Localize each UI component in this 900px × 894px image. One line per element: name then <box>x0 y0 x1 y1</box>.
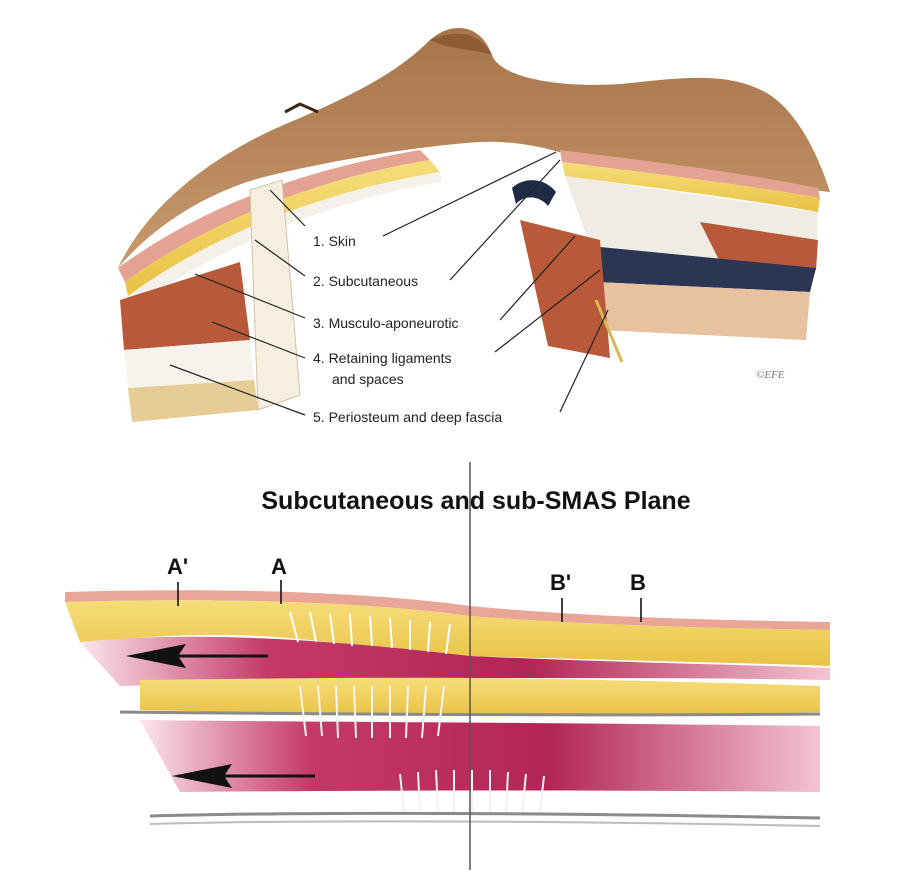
leader-ligaments-left <box>211 321 306 359</box>
copyright-mark: ©EFE <box>756 369 785 381</box>
leader-skin <box>382 151 557 237</box>
marker-a-prime: A' <box>167 554 188 579</box>
bottom-diagram-title: Subcutaneous and sub-SMAS Plane <box>261 487 690 515</box>
label-musculo-aponeurotic: 3. Musculo-aponeurotic <box>313 315 459 331</box>
leader-subcutaneous-left <box>254 239 306 277</box>
marker-b-prime: B' <box>550 570 571 595</box>
marker-b: B <box>630 570 646 595</box>
plane-illustration <box>65 462 830 870</box>
right-muscle-patch <box>700 222 818 270</box>
left-fascia-layer <box>128 172 442 310</box>
ligament-fibers-lower <box>399 769 545 813</box>
nose-shadow <box>430 33 492 55</box>
label-retaining-ligaments: 4. Retaining ligaments <box>313 350 452 366</box>
label-subcutaneous: 2. Subcutaneous <box>313 273 418 289</box>
leader-ligaments <box>494 269 601 353</box>
right-dermis-layer <box>560 150 820 198</box>
middle-fat-band <box>140 677 820 716</box>
leader-musculo-left <box>194 273 306 319</box>
left-ligament-layer <box>124 340 254 388</box>
facial-nerve-branch <box>594 299 624 363</box>
upper-dermis-band <box>65 590 830 630</box>
face-skin-surface <box>118 27 830 268</box>
leader-lines <box>169 151 609 416</box>
leader-periosteum <box>559 309 609 413</box>
dissection-arrow-lower <box>172 764 315 788</box>
right-deep-fascia <box>590 246 816 292</box>
ligament-fibers-upper <box>289 611 451 655</box>
upper-fat-band <box>65 600 830 666</box>
deep-fascia-line-2 <box>149 820 821 827</box>
left-block-side <box>249 179 301 411</box>
label-and-spaces: and spaces <box>332 371 404 387</box>
left-muscle-layer <box>120 262 250 350</box>
left-bone-layer <box>128 380 258 422</box>
leader-periosteum-left <box>169 364 306 416</box>
deep-fascia-line <box>149 811 821 820</box>
ligament-fibers-middle <box>299 685 445 739</box>
right-fat-layer <box>562 162 820 212</box>
face-layers-illustration <box>118 27 830 422</box>
eyebrow-mark <box>284 102 319 114</box>
plane-markers <box>177 580 642 622</box>
label-skin: 1. Skin <box>313 233 356 249</box>
right-muscle-layer <box>596 282 810 340</box>
subcutaneous-space <box>80 636 830 686</box>
leader-skin-left <box>269 189 306 227</box>
leader-musculo <box>499 235 576 321</box>
leader-subcutaneous <box>449 159 561 281</box>
marker-a: A <box>271 554 287 579</box>
dissection-arrow-upper <box>126 644 268 668</box>
sub-smas-space <box>140 720 820 792</box>
left-fat-layer <box>125 160 440 296</box>
left-dermis-layer <box>118 150 430 282</box>
smas-line <box>119 710 821 717</box>
right-parotid-duct <box>512 180 556 206</box>
right-masseter-block <box>520 220 610 358</box>
label-periosteum: 5. Periosteum and deep fascia <box>313 409 502 425</box>
